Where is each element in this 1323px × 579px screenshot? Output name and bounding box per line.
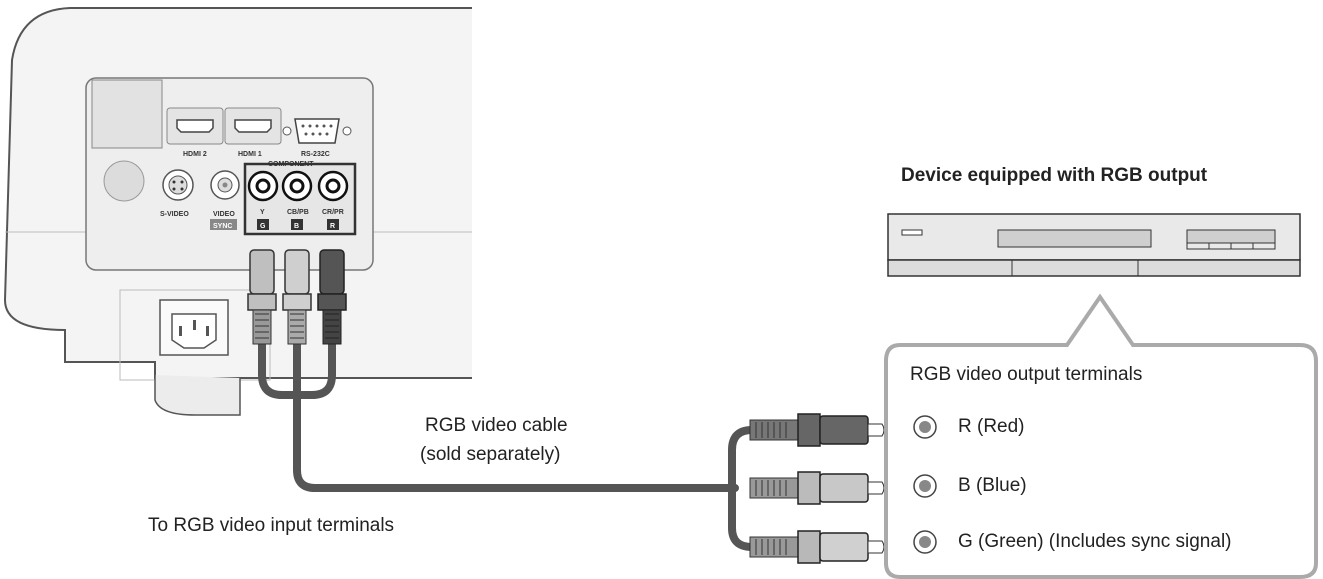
projector: HDMI 2 HDMI 1 RS-232C S-VIDEO xyxy=(3,7,472,416)
video-label: VIDEO xyxy=(213,211,235,218)
jack-icon-g xyxy=(913,530,937,554)
cable-label-line1: RGB video cable xyxy=(425,415,568,436)
jack-icon-b xyxy=(913,474,937,498)
terminal-label-g: G (Green) (Includes sync signal) xyxy=(958,531,1232,552)
sync-badge: SYNC xyxy=(213,223,232,230)
rgb-video-cable xyxy=(258,331,756,551)
b-badge: B xyxy=(294,223,299,230)
y-label: Y xyxy=(260,209,265,216)
callout-heading: RGB video output terminals xyxy=(910,364,1143,385)
hdmi2-port xyxy=(166,107,224,145)
g-badge: G xyxy=(260,223,266,230)
terminal-label-r: R (Red) xyxy=(958,416,1025,437)
right-rca-plugs xyxy=(749,413,885,564)
hdmi1-port xyxy=(224,107,282,145)
jack-icon-r xyxy=(913,415,937,439)
knob-icon xyxy=(103,160,145,202)
svideo-label: S-VIDEO xyxy=(160,211,189,218)
cable-label-line2: (sold separately) xyxy=(420,444,561,465)
power-socket-icon xyxy=(159,299,229,356)
component-jacks xyxy=(247,170,349,202)
input-terminals-label: To RGB video input terminals xyxy=(148,515,395,536)
terminals-callout xyxy=(884,293,1318,579)
rs232c-label: RS-232C xyxy=(301,151,330,158)
cbpb-label: CB/PB xyxy=(287,209,309,216)
rs232c-port xyxy=(282,118,352,144)
terminal-label-b: B (Blue) xyxy=(958,475,1027,496)
r-badge: R xyxy=(330,223,335,230)
hdmi1-label: HDMI 1 xyxy=(238,151,262,158)
rgb-output-device xyxy=(887,213,1301,277)
video-port xyxy=(210,170,240,200)
component-label: COMPONENT xyxy=(268,161,314,168)
device-title: Device equipped with RGB output xyxy=(901,165,1208,186)
svideo-port xyxy=(162,169,194,201)
hdmi2-label: HDMI 2 xyxy=(183,151,207,158)
crpr-label: CR/PR xyxy=(322,209,344,216)
left-rca-plugs xyxy=(247,249,347,345)
